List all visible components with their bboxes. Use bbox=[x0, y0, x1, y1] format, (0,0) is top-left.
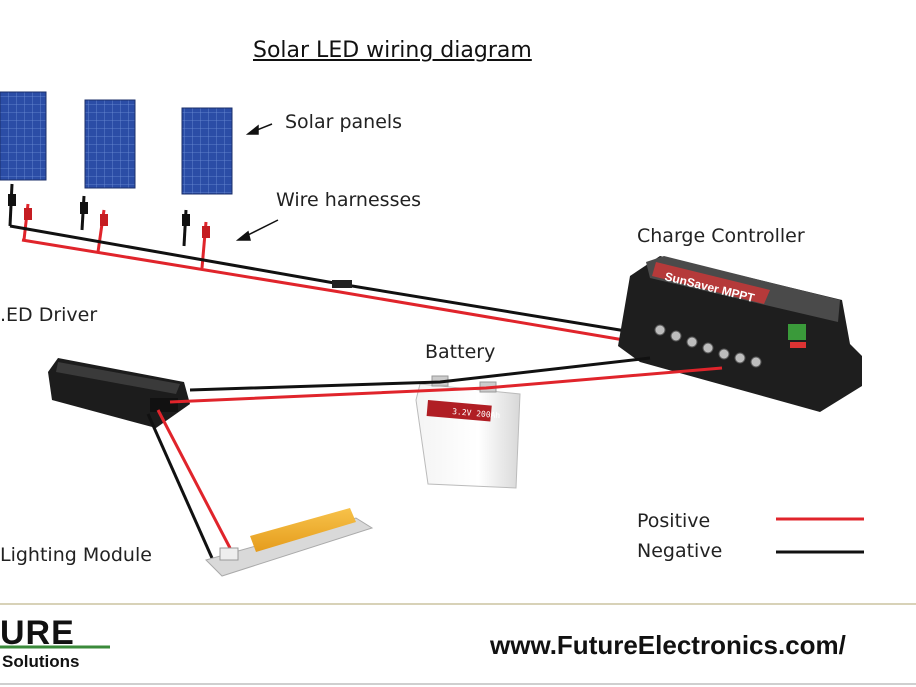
solar-panel-1 bbox=[0, 91, 47, 181]
wire-harness bbox=[9, 224, 633, 342]
label-led-driver: .ED Driver bbox=[0, 304, 98, 326]
panel-leads bbox=[8, 183, 210, 269]
footer-logo-top: URE bbox=[0, 614, 75, 652]
harness-negative-wire bbox=[9, 224, 633, 334]
label-charge-controller: Charge Controller bbox=[637, 225, 805, 247]
driver-lighting-negative-wire bbox=[146, 413, 214, 559]
footer-logo-bottom: Solutions bbox=[2, 652, 80, 671]
label-solar-panels: Solar panels bbox=[285, 111, 403, 133]
legend-positive-label: Positive bbox=[637, 510, 711, 532]
annotation-arrows bbox=[235, 123, 279, 241]
solar-panel-3 bbox=[181, 107, 233, 195]
led-driver bbox=[48, 358, 190, 428]
label-battery: Battery bbox=[425, 341, 496, 363]
solar-panel-2 bbox=[84, 99, 136, 189]
driver-lighting-positive-wire bbox=[156, 409, 232, 549]
battery: 3.2V 200Ah bbox=[415, 375, 521, 489]
battery-controller-negative-wire bbox=[189, 356, 651, 392]
charge-controller: SunSaver MPPT bbox=[618, 256, 862, 412]
harness-positive-wire bbox=[21, 238, 625, 342]
footer-url: www.FutureElectronics.com/ bbox=[490, 630, 846, 660]
battery-cell-label: 3.2V 200Ah bbox=[452, 407, 501, 420]
legend-negative-label: Negative bbox=[637, 540, 723, 562]
label-lighting-module: Lighting Module bbox=[0, 544, 152, 566]
diagram-title: Solar LED wiring diagram bbox=[253, 38, 532, 63]
lighting-module bbox=[205, 508, 374, 577]
battery-controller-positive-wire bbox=[169, 366, 723, 404]
system-wiring bbox=[146, 356, 723, 559]
solar-panels bbox=[0, 91, 233, 195]
label-wire-harnesses: Wire harnesses bbox=[276, 189, 422, 211]
